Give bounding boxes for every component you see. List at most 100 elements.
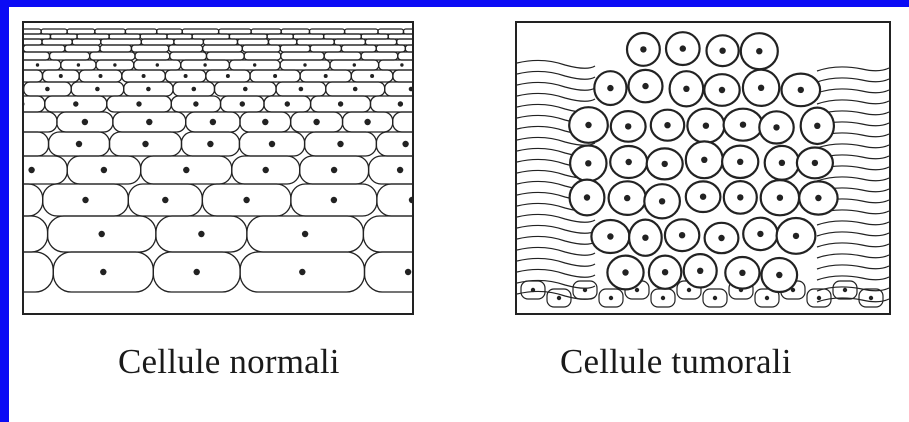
cell-nucleus [100, 269, 106, 275]
cell-nucleus [243, 87, 248, 92]
normal-cell [24, 39, 42, 45]
normal-cell [371, 96, 413, 112]
cell-nucleus [777, 195, 783, 201]
tumor-flank-layer [517, 236, 595, 244]
normal-cell [174, 39, 204, 45]
normal-cell [169, 45, 203, 52]
cell-nucleus [402, 141, 408, 147]
normal-cell [24, 29, 41, 34]
normal-cell [24, 252, 53, 292]
cell-nucleus [585, 160, 591, 166]
cell-nucleus [397, 167, 403, 173]
cell-nucleus [687, 288, 691, 292]
normal-cell [24, 70, 43, 82]
cell-nucleus [273, 74, 277, 78]
normal-cell [310, 45, 341, 52]
normal-cells-illustration [22, 21, 414, 315]
normal-cell [281, 52, 324, 60]
cell-nucleus [184, 74, 188, 78]
cell-nucleus [793, 233, 799, 239]
normal-cell [167, 34, 192, 39]
cell-nucleus [697, 268, 703, 274]
cell-nucleus [299, 87, 304, 92]
cell-nucleus [353, 87, 358, 92]
cell-nucleus [640, 46, 646, 52]
normal-cell [293, 34, 324, 39]
cell-nucleus [45, 87, 50, 92]
normal-cell [170, 52, 207, 60]
cell-nucleus [843, 288, 847, 292]
cell-nucleus [779, 160, 785, 166]
cell-nucleus [76, 141, 82, 147]
normal-cell [157, 29, 183, 34]
cell-nucleus [226, 74, 230, 78]
normal-cell [24, 112, 57, 132]
cell-nucleus [642, 235, 648, 241]
cell-nucleus [192, 87, 197, 92]
tumor-flank-layer [817, 78, 889, 82]
cell-nucleus [679, 232, 685, 238]
cell-nucleus [815, 195, 821, 201]
cell-nucleus [773, 124, 779, 130]
tumor-flank-layer [517, 291, 595, 299]
cell-nucleus [662, 269, 668, 275]
normal-cell [378, 29, 404, 34]
cell-nucleus [664, 122, 670, 128]
cell-nucleus [113, 63, 116, 66]
figure-frame: Cellule normali Cellule tumorali [9, 7, 909, 422]
cell-nucleus [240, 101, 245, 106]
normal-cell [203, 45, 243, 52]
normal-cell [242, 45, 280, 52]
normal-cell [297, 39, 334, 45]
cell-nucleus [364, 119, 370, 125]
tumor-flank-layer [517, 60, 595, 68]
tumor-cells-illustration [515, 21, 891, 315]
cell-nucleus [142, 74, 146, 78]
normal-cell [42, 39, 72, 45]
normal-cell [140, 34, 167, 39]
normal-cell [77, 34, 109, 39]
tumor-flank-layer [817, 144, 889, 148]
cell-nucleus [703, 123, 709, 129]
cell-nucleus [798, 87, 804, 93]
cell-nucleus [24, 101, 25, 106]
cell-nucleus [262, 119, 268, 125]
normal-cell [192, 34, 229, 39]
cell-nucleus [405, 269, 411, 275]
tumor-flank-layer [817, 232, 889, 236]
normal-cell [397, 39, 412, 45]
normal-cell [398, 52, 412, 60]
tumor-flank-layer [517, 269, 595, 277]
normal-cell [345, 29, 378, 34]
normal-cell [361, 52, 398, 60]
cell-nucleus [557, 296, 561, 300]
normal-cell [24, 34, 50, 39]
cell-nucleus [183, 167, 189, 173]
cell-nucleus [253, 63, 256, 66]
tumor-flank-layer [817, 254, 889, 258]
cell-nucleus [243, 197, 249, 203]
normal-cell [238, 39, 269, 45]
cell-nucleus [659, 198, 665, 204]
normal-cell [393, 70, 412, 82]
cell-nucleus [609, 296, 613, 300]
cell-nucleus [194, 269, 200, 275]
normal-cell [65, 45, 100, 52]
cell-nucleus [398, 101, 403, 106]
tumor-flank-layer [817, 177, 889, 181]
normal-cell [125, 29, 156, 34]
cell-nucleus [662, 161, 668, 167]
cell-nucleus [812, 160, 818, 166]
normal-cell [24, 45, 65, 52]
cell-nucleus [635, 288, 639, 292]
cell-nucleus [584, 194, 590, 200]
normal-cell [251, 29, 281, 34]
tumor-flank-layer [517, 247, 595, 255]
tumor-flank-layer [517, 71, 595, 79]
normal-cell [376, 45, 405, 52]
normal-cell [324, 52, 361, 60]
tumor-cells-drawing [517, 23, 889, 313]
normal-cell [24, 96, 45, 112]
normal-cell [207, 52, 245, 60]
cell-nucleus [210, 119, 216, 125]
